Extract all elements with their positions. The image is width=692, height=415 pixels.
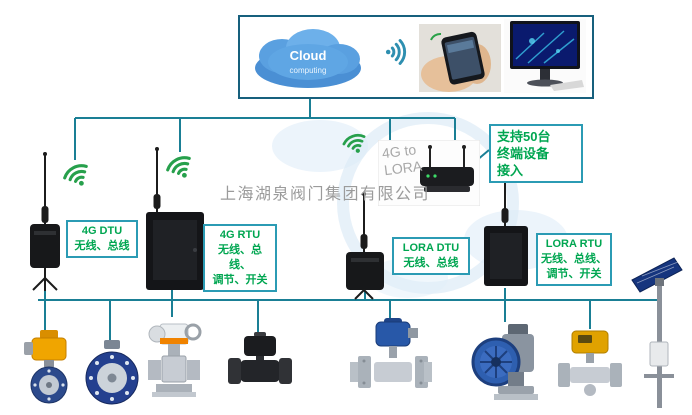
callout-line3: 接入 bbox=[497, 163, 524, 178]
computer-monitor-image bbox=[504, 19, 586, 93]
cloud-icon: Cloud computing bbox=[255, 29, 361, 88]
gate-valve-electric-actuator-image bbox=[148, 323, 202, 397]
device-label-title: 4G DTU bbox=[81, 225, 123, 237]
company-watermark-text: 上海湖泉阀门集团有限公司 bbox=[220, 186, 431, 203]
device-label-line: 无线、总线、 bbox=[218, 244, 262, 271]
label-box-4g-dtu: 4G DTU 无线、总线 bbox=[66, 220, 138, 258]
callout-line2: 终端设备 bbox=[497, 146, 550, 161]
gateway-4g-to-lora-label: 4G to LORA bbox=[381, 141, 423, 179]
device-label-line: 无线、总线、 bbox=[541, 253, 607, 265]
solar-panel-pole-image bbox=[631, 257, 683, 408]
device-label-title: 4G RTU bbox=[219, 229, 261, 241]
device-label-line: 无线、总线 bbox=[403, 257, 459, 269]
lora-rtu-device-image bbox=[484, 161, 528, 286]
device-label-line: 调节、开关 bbox=[546, 268, 602, 280]
dtu-4g-device-image bbox=[30, 152, 60, 291]
wifi-icon bbox=[166, 156, 191, 178]
butterfly-valve-blue-image bbox=[85, 340, 139, 405]
device-label-title: LORA DTU bbox=[402, 242, 460, 254]
cloud-subtitle: computing bbox=[290, 66, 327, 75]
butterfly-valve-yellow-actuator-image bbox=[24, 330, 68, 404]
callout-line1: 支持50台 bbox=[497, 129, 551, 144]
device-label-line: 调节、开关 bbox=[212, 274, 268, 286]
label-box-4g-rtu: 4G RTU 无线、总线、 调节、开关 bbox=[203, 224, 277, 292]
wifi-icon bbox=[342, 133, 366, 153]
ball-valve-yellow-actuator-image bbox=[558, 330, 622, 396]
smartphone-image bbox=[419, 24, 501, 92]
label-box-lora-dtu: LORA DTU 无线、总线 bbox=[392, 237, 470, 275]
label-box-lora-rtu: LORA RTU 无线、总线、 调节、开关 bbox=[536, 233, 612, 286]
gateway-device-image bbox=[378, 140, 480, 206]
device-label-line: 无线、总线 bbox=[74, 240, 130, 252]
wifi-icon bbox=[385, 39, 407, 65]
ball-valve-black-actuator-image bbox=[228, 332, 292, 384]
rtu-4g-device-image bbox=[146, 147, 204, 290]
flanged-ball-valve-blue-actuator-image bbox=[350, 318, 432, 388]
device-label-title: LORA RTU bbox=[545, 238, 603, 250]
actuator-handwheel-valve-image bbox=[471, 324, 538, 400]
callout-terminal-capacity: 支持50台 终端设备 接入 bbox=[489, 124, 583, 183]
lora-dtu-device-image bbox=[346, 192, 384, 300]
cloud-title: Cloud bbox=[290, 48, 327, 63]
wifi-icon bbox=[63, 164, 88, 186]
